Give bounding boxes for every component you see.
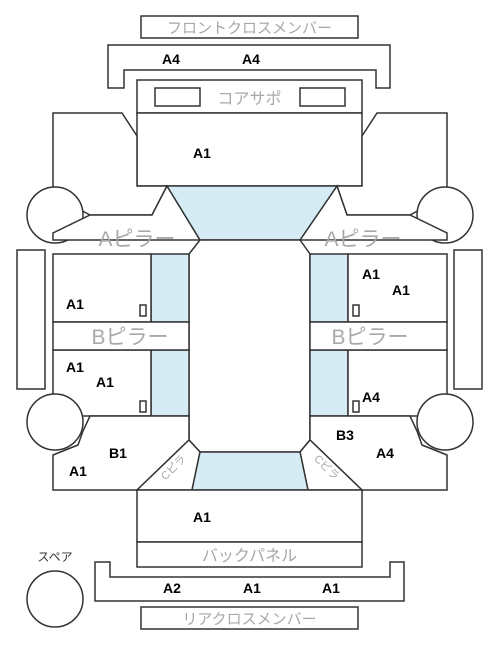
rear-cross-right-grade: A1 xyxy=(322,580,340,596)
left-rear-wheel xyxy=(26,393,84,451)
left-headlight xyxy=(154,87,201,107)
front-cross-member-box xyxy=(140,15,359,39)
rear-cross-member-box xyxy=(140,606,359,630)
back-panel-label: バックパネル xyxy=(202,547,297,565)
spare-label: スペア xyxy=(37,550,72,564)
rear-window xyxy=(191,451,309,491)
rear-cross-center-grade: A1 xyxy=(243,580,261,596)
right-rear-wheel xyxy=(416,393,474,451)
rear-cross-left-grade: A2 xyxy=(163,580,181,596)
trunk-lid xyxy=(136,489,363,543)
right-front-door-handle xyxy=(352,304,360,317)
left-rear-quarter-grade-2: A1 xyxy=(69,463,87,479)
left-front-door xyxy=(52,253,152,323)
left-front-window xyxy=(150,253,190,323)
roof xyxy=(188,239,311,453)
right-front-door xyxy=(347,253,448,323)
front-cross-member-label: フロントクロスメンバー xyxy=(167,20,332,37)
right-front-door-grade-2: A1 xyxy=(392,282,410,298)
left-rear-window xyxy=(150,349,190,417)
right-front-window xyxy=(309,253,349,323)
right-side-skirt xyxy=(453,249,483,390)
rear-bumper xyxy=(94,561,405,602)
right-b-pillar xyxy=(309,321,448,351)
right-front-door-grade-1: A1 xyxy=(362,266,380,282)
rear-cross-member-label: リアクロスメンバー xyxy=(182,611,316,628)
left-rear-door-grade-1: A1 xyxy=(66,359,84,375)
left-b-pillar xyxy=(52,321,190,351)
front-bumper xyxy=(107,44,391,89)
left-rear-quarter-panel xyxy=(52,415,190,491)
right-rear-quarter-panel xyxy=(309,415,448,491)
left-rear-quarter-grade-1: B1 xyxy=(109,445,127,461)
right-headlight xyxy=(299,87,346,107)
back-panel-box xyxy=(136,541,363,568)
left-rear-door-grade-2: A1 xyxy=(96,374,114,390)
hood xyxy=(136,112,363,187)
right-rear-quarter-grade-1: B3 xyxy=(336,427,354,443)
right-b-pillar-label: Bピラー xyxy=(331,326,408,349)
right-rear-window xyxy=(309,349,349,417)
front-cross-left-grade: A4 xyxy=(162,51,180,67)
left-front-door-grade: A1 xyxy=(66,296,84,312)
spare-tire xyxy=(26,570,84,628)
right-a-pillar-label: Aピラー xyxy=(324,228,401,251)
right-rear-quarter-grade-2: A4 xyxy=(376,445,394,461)
hood-grade: A1 xyxy=(193,145,211,161)
right-rear-door-handle xyxy=(352,400,360,413)
left-side-skirt xyxy=(16,249,46,390)
trunk-grade: A1 xyxy=(193,509,211,525)
core-support-label: コアサポ xyxy=(217,90,281,108)
left-rear-door-handle xyxy=(139,400,147,413)
left-a-pillar-label: Aピラー xyxy=(98,228,175,251)
front-cross-right-grade: A4 xyxy=(242,51,260,67)
left-b-pillar-label: Bピラー xyxy=(91,326,168,349)
right-rear-door-grade: A4 xyxy=(362,389,380,405)
left-front-door-handle xyxy=(139,304,147,317)
